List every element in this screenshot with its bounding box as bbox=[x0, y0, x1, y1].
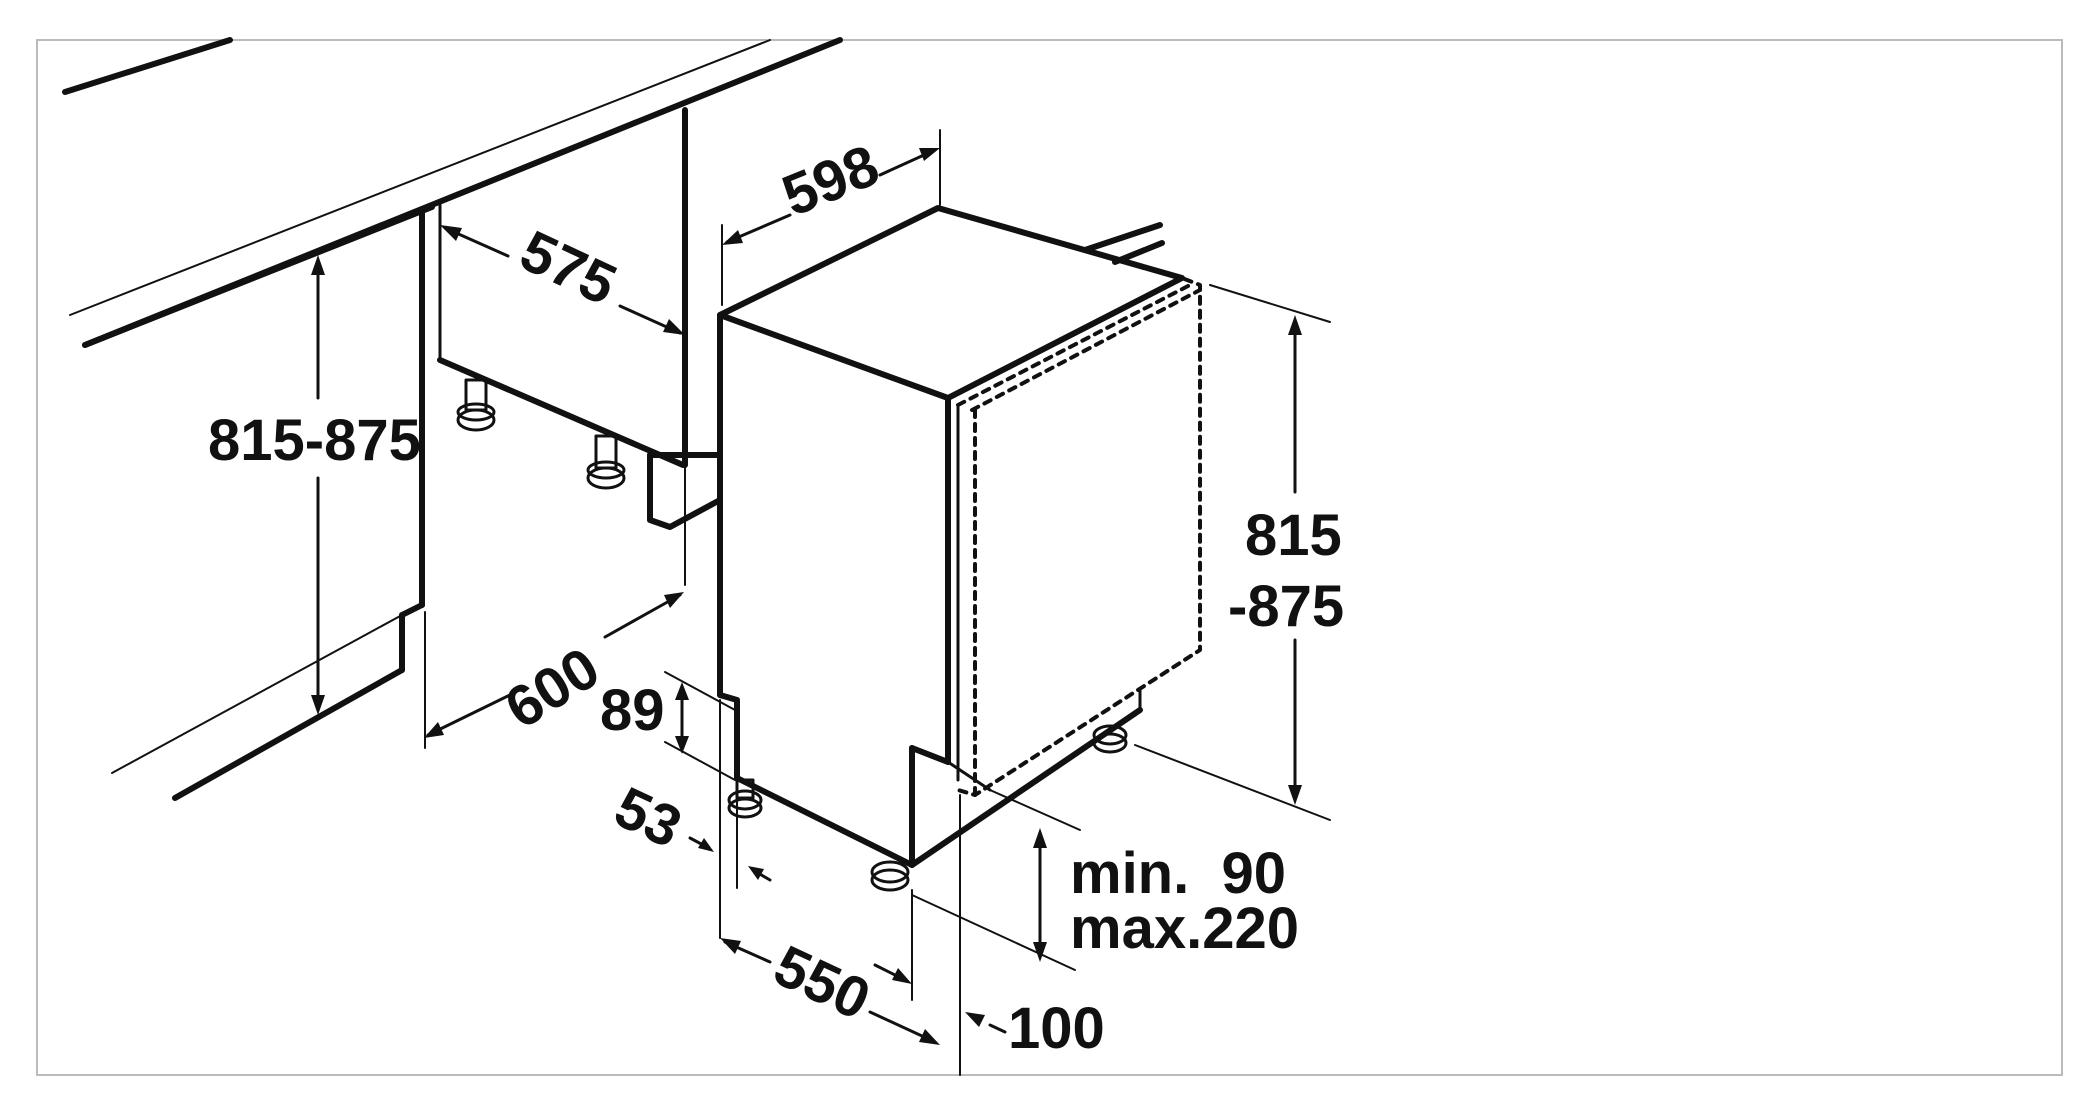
dimension-niche-depth bbox=[424, 592, 684, 738]
label-appliance-height-line2: -875 bbox=[1228, 574, 1344, 639]
cabinet-foot-1 bbox=[456, 378, 496, 432]
door-panel-outline bbox=[946, 276, 1202, 797]
dimension-appliance-depth bbox=[720, 794, 961, 1076]
dimension-cabinet-depth bbox=[440, 225, 685, 335]
label-appliance-height-line1: 815 bbox=[1245, 503, 1342, 568]
dimension-door-offset bbox=[873, 963, 1007, 1034]
dishwasher-body bbox=[717, 205, 1185, 868]
label-cabinet-height: 815-875 bbox=[208, 408, 421, 473]
label-appliance-depth: 550 bbox=[764, 933, 879, 1033]
dimension-cabinet-height bbox=[311, 255, 325, 715]
label-cabinet-depth: 575 bbox=[511, 218, 626, 318]
worktop bbox=[62, 37, 843, 348]
diagram-frame bbox=[36, 39, 2063, 1076]
dimension-foot-inset bbox=[688, 699, 772, 939]
label-plinth-range-line1: min. 90 bbox=[1070, 841, 1286, 906]
label-plinth-range-line2: max.220 bbox=[1070, 896, 1299, 961]
dishwasher-foot-rear bbox=[1092, 724, 1128, 754]
label-foot-inset: 53 bbox=[605, 774, 691, 860]
cabinet-foot-2 bbox=[586, 434, 626, 490]
dimension-appliance-height bbox=[1134, 284, 1331, 821]
dimension-plinth-height bbox=[664, 671, 736, 781]
label-door-offset: 100 bbox=[1008, 996, 1105, 1061]
dimension-plinth-range bbox=[911, 789, 1081, 971]
dimension-appliance-width bbox=[721, 129, 941, 306]
dishwasher-foot-front-right bbox=[870, 860, 910, 892]
label-plinth-height: 89 bbox=[600, 678, 665, 743]
label-niche-depth: 600 bbox=[494, 635, 611, 741]
